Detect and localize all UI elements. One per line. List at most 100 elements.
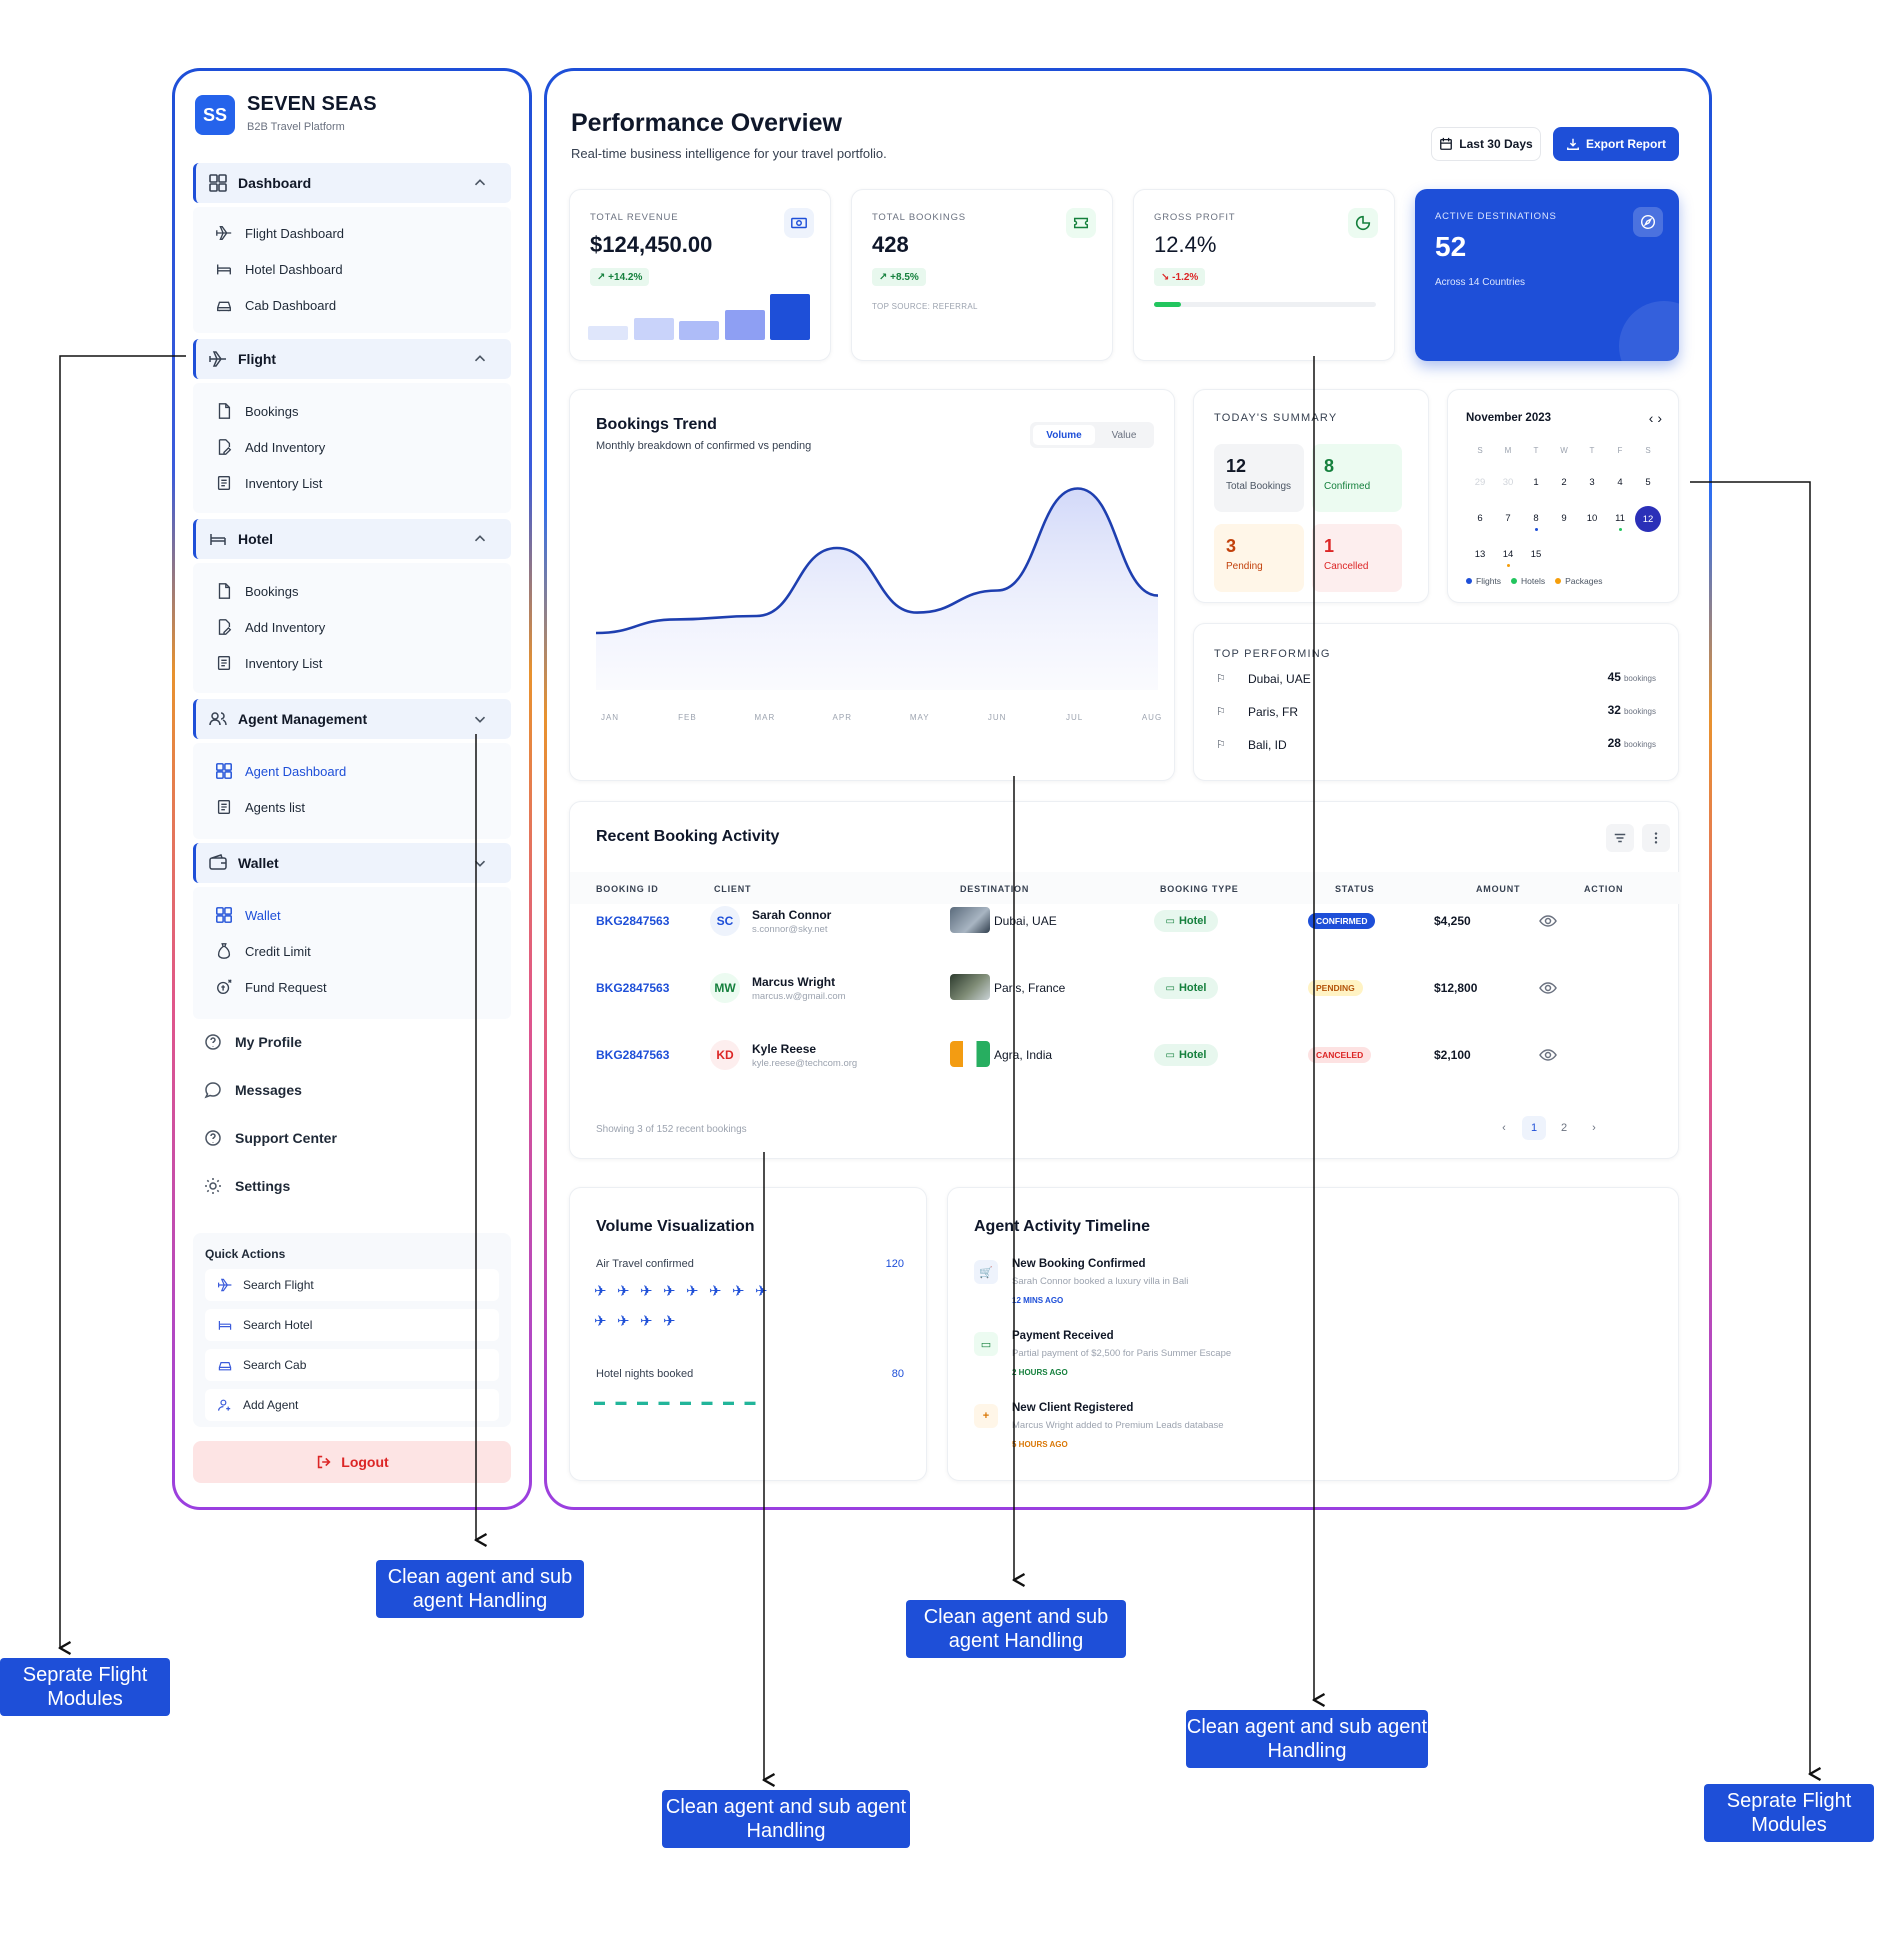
calendar-day[interactable]: 6: [1477, 512, 1483, 524]
calendar-day[interactable]: 30: [1502, 476, 1514, 488]
chevron-up-icon[interactable]: [471, 174, 489, 192]
grid-icon: [215, 906, 233, 924]
wallet-icon: [208, 853, 228, 873]
calendar-day[interactable]: 29: [1474, 476, 1486, 488]
nav-group-hotel[interactable]: Hotel: [193, 519, 511, 559]
nav-fund-request[interactable]: Fund Request: [215, 975, 327, 999]
calendar-day-selected[interactable]: 12: [1635, 506, 1661, 532]
quick-search-flight[interactable]: Search Flight: [205, 1269, 499, 1301]
pagination-item[interactable]: ›: [1592, 1122, 1596, 1134]
nav-group-label: Dashboard: [238, 175, 312, 191]
toggle-volume[interactable]: Volume: [1033, 425, 1095, 445]
nav-hotel-dashboard[interactable]: Hotel Dashboard: [215, 257, 343, 281]
x-tick-label: JUL: [1066, 713, 1083, 722]
annotation-callout: Seprate Flight Modules: [1704, 1784, 1874, 1842]
nav-group-label: Wallet: [238, 855, 279, 871]
calendar-day[interactable]: 13: [1474, 548, 1486, 560]
timeline-event-desc: Marcus Wright added to Premium Leads dat…: [1012, 1420, 1224, 1431]
nav-subpanel: [193, 383, 511, 513]
volume-visualization-card: Volume Visualization Air Travel confirme…: [569, 1187, 927, 1481]
nav-group-dashboard[interactable]: Dashboard: [193, 163, 511, 203]
plane-icon: ✈: [640, 1283, 653, 1300]
booking-id-link[interactable]: BKG2847563: [596, 981, 670, 995]
date-range-button[interactable]: Last 30 Days: [1431, 127, 1541, 161]
calendar-day[interactable]: 1: [1533, 476, 1539, 488]
calendar-day[interactable]: 15: [1530, 548, 1542, 560]
nav-cab-dashboard[interactable]: Cab Dashboard: [215, 293, 336, 317]
nav-label: Agent Dashboard: [245, 763, 347, 779]
document-icon: [215, 402, 233, 420]
nav-group-agent-management[interactable]: Agent Management: [193, 699, 511, 739]
nav-flight-dashboard[interactable]: Flight Dashboard: [215, 221, 344, 245]
th-status: STATUS: [1335, 884, 1375, 894]
calendar-day[interactable]: 7: [1505, 512, 1511, 524]
legend-dot: [1466, 578, 1472, 584]
view-eye-icon[interactable]: [1538, 978, 1560, 1000]
x-tick-label: MAR: [754, 713, 775, 722]
plane-icon: ✈: [617, 1313, 630, 1330]
chevron-up-icon[interactable]: [471, 530, 489, 548]
nav-settings[interactable]: Settings: [203, 1173, 290, 1199]
nav-group-flight[interactable]: Flight: [193, 339, 511, 379]
nav-flight-bookings[interactable]: Bookings: [215, 399, 298, 423]
kpi-value: $124,450.00: [590, 232, 713, 257]
booking-id-link[interactable]: BKG2847563: [596, 1048, 670, 1062]
logout-button[interactable]: Logout: [193, 1441, 511, 1483]
view-eye-icon[interactable]: [1538, 911, 1560, 933]
nav-wallet[interactable]: Wallet: [215, 903, 281, 927]
nav-hotel-add-inventory[interactable]: Add Inventory: [215, 615, 325, 639]
revenue-bar: [633, 318, 674, 340]
quick-add-agent[interactable]: Add Agent: [205, 1389, 499, 1421]
nav-hotel-bookings[interactable]: Bookings: [215, 579, 298, 603]
bed-icon: ▬: [637, 1396, 648, 1408]
view-eye-icon[interactable]: [1538, 1045, 1560, 1067]
more-options-icon[interactable]: [1642, 824, 1670, 852]
pagination-item[interactable]: ‹: [1502, 1122, 1506, 1134]
nav-agents-list[interactable]: Agents list: [215, 795, 305, 819]
booking-id-link[interactable]: BKG2847563: [596, 914, 670, 928]
nav-hotel-inventory-list[interactable]: Inventory List: [215, 651, 322, 675]
revenue-mini-bars: [588, 292, 810, 340]
booking-type-pill: ▭Hotel: [1154, 910, 1218, 932]
nav-flight-add-inventory[interactable]: Add Inventory: [215, 435, 325, 459]
quick-search-cab[interactable]: Search Cab: [205, 1349, 499, 1381]
quick-search-hotel[interactable]: Search Hotel: [205, 1309, 499, 1341]
annotation-callout: Clean agent and sub agent Handling: [662, 1790, 910, 1848]
filter-icon[interactable]: [1606, 824, 1634, 852]
calendar-day[interactable]: 9: [1561, 512, 1567, 524]
timeline-event-desc: Sarah Connor booked a luxury villa in Ba…: [1012, 1276, 1189, 1287]
chevron-down-icon[interactable]: [471, 710, 489, 728]
page-subtitle: Real-time business intelligence for your…: [571, 146, 887, 161]
calendar-day[interactable]: 2: [1561, 476, 1567, 488]
recent-title: Recent Booking Activity: [596, 828, 780, 845]
calendar-day[interactable]: 10: [1586, 512, 1598, 524]
chevron-up-icon[interactable]: [471, 350, 489, 368]
calendar-day[interactable]: 4: [1617, 476, 1623, 488]
kpi-delta: +8.5%: [890, 271, 919, 283]
calendar-day[interactable]: 14: [1502, 548, 1514, 560]
nav-messages[interactable]: Messages: [203, 1077, 302, 1103]
nav-credit-limit[interactable]: Credit Limit: [215, 939, 311, 963]
plane-icon: ✈: [594, 1283, 607, 1300]
plane-icon: ✈: [640, 1313, 653, 1330]
calendar-day[interactable]: 5: [1645, 476, 1651, 488]
calendar-day[interactable]: 8: [1533, 512, 1539, 524]
pagination-item[interactable]: 1: [1522, 1116, 1546, 1140]
nav-my-profile[interactable]: My Profile: [203, 1029, 302, 1055]
calendar-day[interactable]: 11: [1615, 512, 1625, 524]
nav-group-wallet[interactable]: Wallet: [193, 843, 511, 883]
kpi-gross-profit: Gross Profit 12.4% ↘ -1.2%: [1133, 189, 1395, 361]
nav-support-center[interactable]: Support Center: [203, 1125, 337, 1151]
nav-flight-inventory-list[interactable]: Inventory List: [215, 471, 322, 495]
nav-agent-dashboard[interactable]: Agent Dashboard: [215, 759, 346, 783]
export-report-button[interactable]: Export Report: [1553, 127, 1679, 161]
money-icon: [784, 208, 814, 238]
pagination-item[interactable]: 2: [1560, 1122, 1568, 1134]
toggle-value[interactable]: Value: [1111, 429, 1137, 441]
kpi-total-revenue: Total Revenue $124,450.00 ↗ +14.2%: [569, 189, 831, 361]
calendar-day[interactable]: 3: [1589, 476, 1595, 488]
calendar-nav[interactable]: ‹ ›: [1648, 410, 1662, 426]
chevron-down-icon[interactable]: [471, 854, 489, 872]
timeline-event-title: New Booking Confirmed: [1012, 1258, 1146, 1270]
